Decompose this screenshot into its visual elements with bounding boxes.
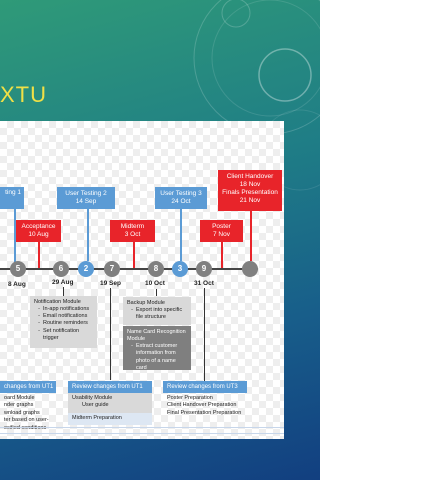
date-label: 31 Oct [194, 280, 214, 287]
date-label: 29 Aug [52, 279, 74, 286]
backup-module-box: Backup Module Export into specific file … [123, 297, 191, 325]
review-body-midterm: Midterm Preparation [68, 413, 152, 425]
review-header-ut1: Review changes from UT1 [68, 381, 152, 393]
date-label: 8 Aug [8, 281, 26, 288]
list-item: Export into specific file structure [136, 307, 187, 321]
notification-module-box: Notification Module In-app notifications… [30, 296, 97, 348]
timeline-axis [0, 268, 258, 270]
list-item: In-app notifications [43, 306, 93, 313]
stem-user-testing-1 [14, 209, 16, 267]
stem-client-handover [250, 211, 252, 261]
node-week-7: 7 [104, 261, 120, 277]
node-week-6: 6 [53, 261, 69, 277]
connector [204, 288, 205, 382]
milestone-user-testing-2: User Testing 2 14 Sep [57, 187, 115, 209]
node-week-8: 8 [148, 261, 164, 277]
review-body-left: oard Module nder graphs wnload graphs te… [4, 395, 49, 431]
timeline-image: ting 1 User Testing 2 14 Sep User Testin… [0, 121, 284, 439]
divider [0, 433, 284, 434]
review-header-left: changes from UT1 [0, 381, 56, 393]
milestone-client-handover: Client Handover 18 Nov Finals Presentati… [218, 170, 282, 211]
connector [110, 288, 111, 380]
review-body-ut3: Poster Preparation Client Handover Prepa… [167, 395, 242, 416]
review-body-ut1: Usability Module User guide [68, 393, 152, 413]
milestone-acceptance: Acceptance 10 Aug [16, 220, 61, 242]
connector [63, 287, 64, 296]
stem-poster [221, 242, 223, 269]
node-week-9: 9 [196, 261, 212, 277]
name-card-module-box: Name Card Recognition Module Extract cus… [123, 326, 191, 372]
stem-user-testing-3 [180, 209, 182, 261]
list-item: Set notification trigger [43, 328, 93, 342]
blank-area [320, 0, 426, 480]
list-item: Routine reminders [43, 320, 93, 327]
list-item: Email notifications [43, 313, 93, 320]
date-label: 19 Sep [100, 280, 121, 287]
stem-midterm [133, 242, 135, 269]
milestone-midterm: Midterm 3 Oct [110, 220, 155, 242]
milestone-poster: Poster 7 Nov [200, 220, 243, 242]
node-ut-2: 2 [78, 261, 94, 277]
connector [156, 289, 157, 296]
node-ut-3: 3 [172, 261, 188, 277]
review-header-ut3: Review changes from UT3 [163, 381, 247, 393]
node-end [242, 261, 258, 277]
stem-acceptance [38, 242, 40, 269]
divider [0, 427, 284, 428]
milestone-user-testing-3: User Testing 3 24 Oct [155, 187, 207, 209]
slide-title: XTU [0, 82, 47, 107]
node-week-5: 5 [10, 261, 26, 277]
list-item: Extract customer information from photo … [136, 343, 187, 372]
date-label: 10 Oct [145, 280, 165, 287]
stem-user-testing-2 [87, 209, 89, 261]
milestone-user-testing-1: ting 1 [0, 187, 24, 209]
